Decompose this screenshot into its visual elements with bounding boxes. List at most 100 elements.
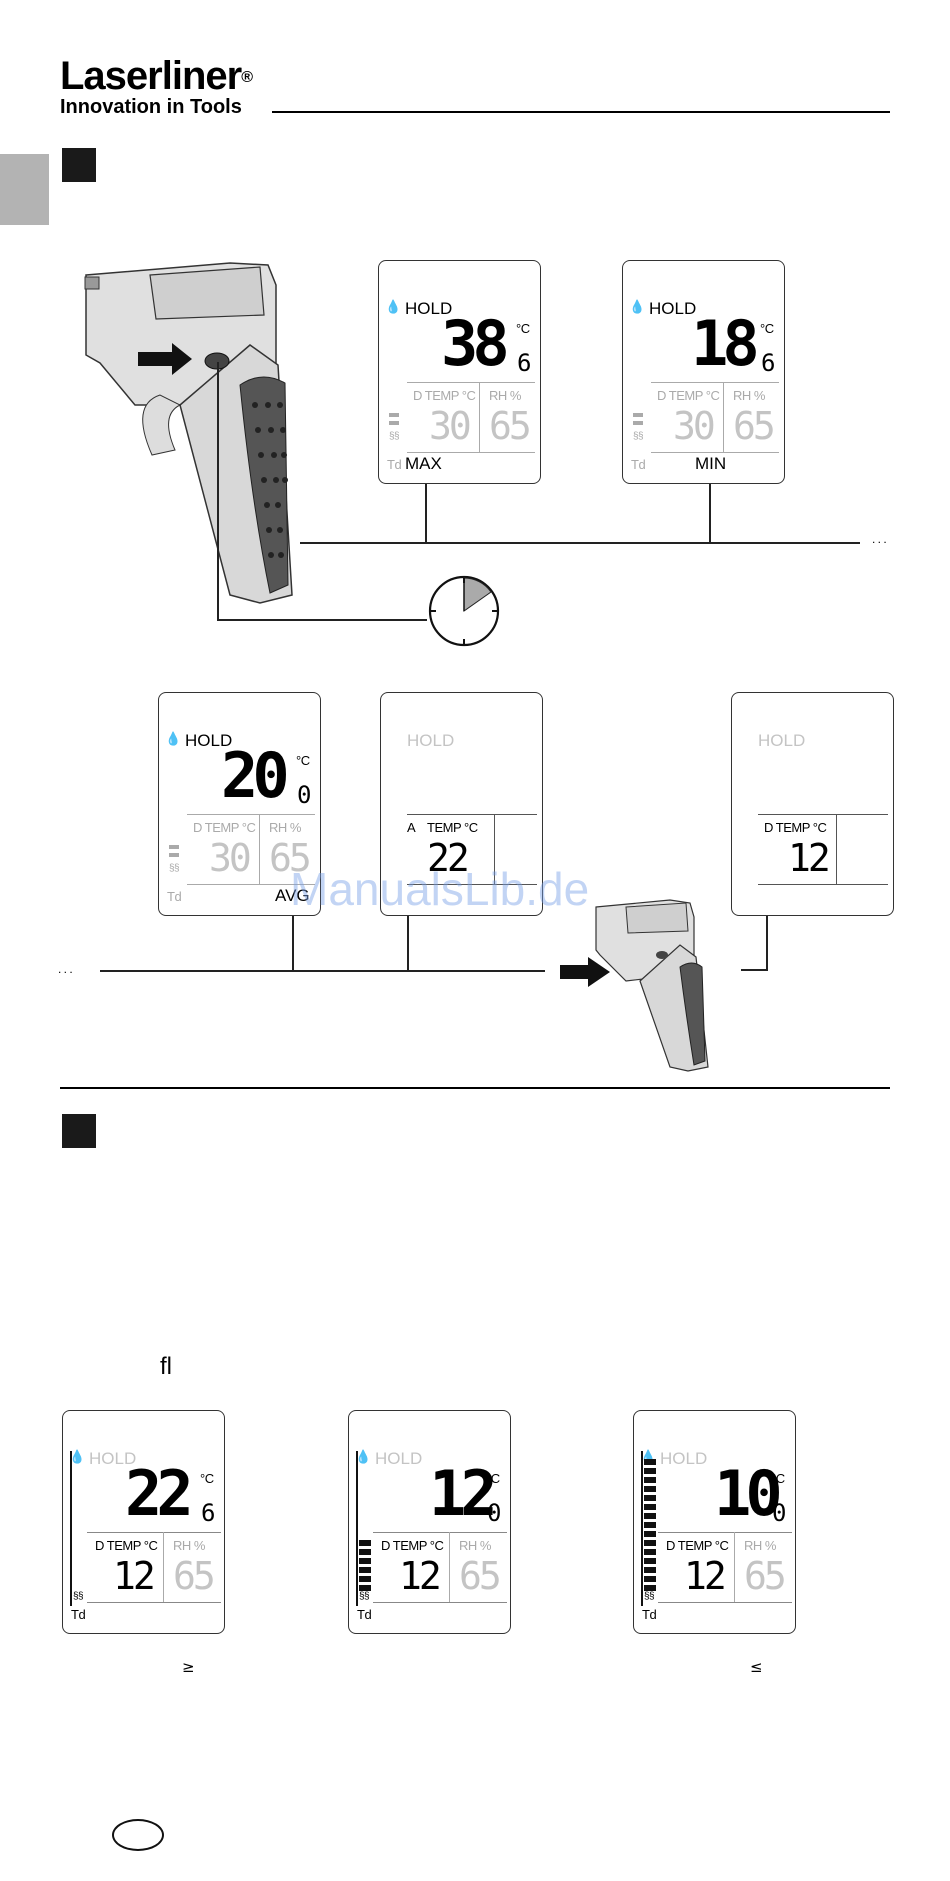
caption-greater-equal: ≥ (182, 1658, 195, 1676)
registered-mark: ® (241, 69, 253, 86)
heat-icon: §§ (389, 431, 400, 442)
hold-label: HOLD (407, 731, 455, 750)
gauge-bar (359, 1558, 371, 1564)
dtemp-label: D TEMP °C (657, 388, 720, 403)
humidity-drops-icon: 💧 (165, 732, 182, 747)
timeline-top (300, 542, 860, 544)
header-rule (272, 111, 890, 113)
dtemp-value: 12 (788, 836, 831, 880)
rh-label: RH % (489, 388, 521, 403)
hold-label: HOLD (185, 731, 233, 750)
hold-label: HOLD (649, 299, 697, 318)
td-label: Td (71, 1607, 86, 1622)
ligature-glyph: fl (160, 1353, 172, 1380)
mode-label: AVG (275, 886, 310, 905)
celsius-unit: °C (516, 321, 530, 336)
mode-label: MAX (405, 454, 442, 473)
gauge-bar (644, 1585, 656, 1591)
rh-value: 65 (173, 1554, 216, 1598)
rh-label: RH % (744, 1538, 776, 1553)
celsius-unit: °C (771, 1471, 785, 1486)
gauge-bar (644, 1468, 656, 1474)
press-arrow (138, 343, 192, 375)
gauge-bar (644, 1540, 656, 1546)
display-dewpoint-1: 💧 HOLD 22 °C 6 D TEMP °C RH % 12 65 §§ T… (62, 1410, 225, 1634)
rh-label: RH % (733, 388, 765, 403)
connector-to-clock (217, 619, 427, 621)
rh-label: RH % (459, 1538, 491, 1553)
rh-value: 65 (489, 404, 532, 448)
gauge-bar (644, 1567, 656, 1573)
device-small-illustration (595, 899, 709, 1072)
rh-label: RH % (269, 820, 301, 835)
display-min: 💧 HOLD 18 °C 6 D TEMP °C RH % 30 65 §§ T… (622, 260, 785, 484)
decimal-digit: 6 (761, 349, 776, 377)
dtemp-label: D TEMP °C (381, 1538, 444, 1553)
decimal-digit: 0 (297, 781, 312, 809)
td-label: Td (167, 889, 182, 904)
gauge-bar (644, 1576, 656, 1582)
brand-name: Laserliner (60, 54, 242, 98)
ellipsis-left: . . . (58, 962, 73, 976)
hold-label: HOLD (89, 1449, 137, 1468)
main-reading: 38 (441, 307, 510, 380)
td-label: Td (387, 457, 402, 472)
device-display-window (149, 266, 265, 320)
gauge-bar (359, 1576, 371, 1582)
gauge-bar (359, 1585, 371, 1591)
device-illustration (84, 262, 293, 604)
connector-dew-temp (766, 906, 768, 971)
ellipsis-right: . . . (872, 532, 887, 546)
decimal-digit: 6 (517, 349, 532, 377)
hold-label: HOLD (758, 731, 806, 750)
gauge-bar (644, 1504, 656, 1510)
hold-label: HOLD (405, 299, 453, 318)
gauge-bar (644, 1549, 656, 1555)
dtemp-value: 12 (113, 1554, 156, 1598)
gauge-bar (644, 1522, 656, 1528)
brand-logo: Laserliner® Innovation in Tools (60, 54, 253, 118)
display-air-temp: HOLD A TEMP °C 22 (380, 692, 543, 916)
humidity-drops-icon: 💧 (69, 1450, 86, 1465)
humidity-drops-icon: 💧 (385, 300, 402, 315)
main-reading: 22 (125, 1457, 194, 1530)
heat-icon: §§ (633, 431, 644, 442)
connector-button-down (217, 362, 219, 620)
display-avg: 💧 HOLD 20 °C 0 D TEMP °C RH % 30 65 §§ T… (158, 692, 321, 916)
decimal-digit: 0 (487, 1499, 502, 1527)
celsius-unit: °C (200, 1471, 214, 1486)
heat-icon: §§ (359, 1591, 370, 1602)
language-badge (112, 1819, 164, 1851)
td-label: Td (357, 1607, 372, 1622)
celsius-unit: °C (486, 1471, 500, 1486)
connector-max (425, 481, 427, 543)
td-label: Td (631, 457, 646, 472)
timer-clock-icon (428, 575, 500, 647)
humidity-drops-icon: 💧 (629, 300, 646, 315)
dtemp-label: D TEMP °C (764, 820, 827, 835)
section-marker-1 (62, 148, 96, 182)
dtemp-value: 30 (209, 836, 252, 880)
gauge-bar (644, 1459, 656, 1465)
td-label: Td (642, 1607, 657, 1622)
gauge-bar (644, 1486, 656, 1492)
dtemp-label: D TEMP °C (95, 1538, 158, 1553)
main-reading: 20 (221, 739, 290, 812)
display-max: 💧 HOLD 38 °C 6 D TEMP °C RH % 30 65 §§ T… (378, 260, 541, 484)
dtemp-value: 30 (429, 404, 472, 448)
dtemp-value: 12 (399, 1554, 442, 1598)
main-reading: 18 (691, 307, 760, 380)
humidity-drops-icon: 💧 (355, 1450, 372, 1465)
gauge-bar (359, 1540, 371, 1546)
display-dewpoint-2: 💧 HOLD 12 °C 0 D TEMP °C RH % 12 65 §§ T… (348, 1410, 511, 1634)
gauge-bar (644, 1558, 656, 1564)
heat-icon: §§ (169, 863, 180, 874)
decimal-digit: 0 (772, 1499, 787, 1527)
caption-less-equal: ≤ (750, 1658, 763, 1676)
hold-label: HOLD (660, 1449, 708, 1468)
atemp-value: 22 (427, 836, 470, 880)
device-grip (239, 376, 289, 594)
mode-label: MIN (695, 454, 727, 473)
gauge-bar (359, 1549, 371, 1555)
celsius-unit: °C (760, 321, 774, 336)
